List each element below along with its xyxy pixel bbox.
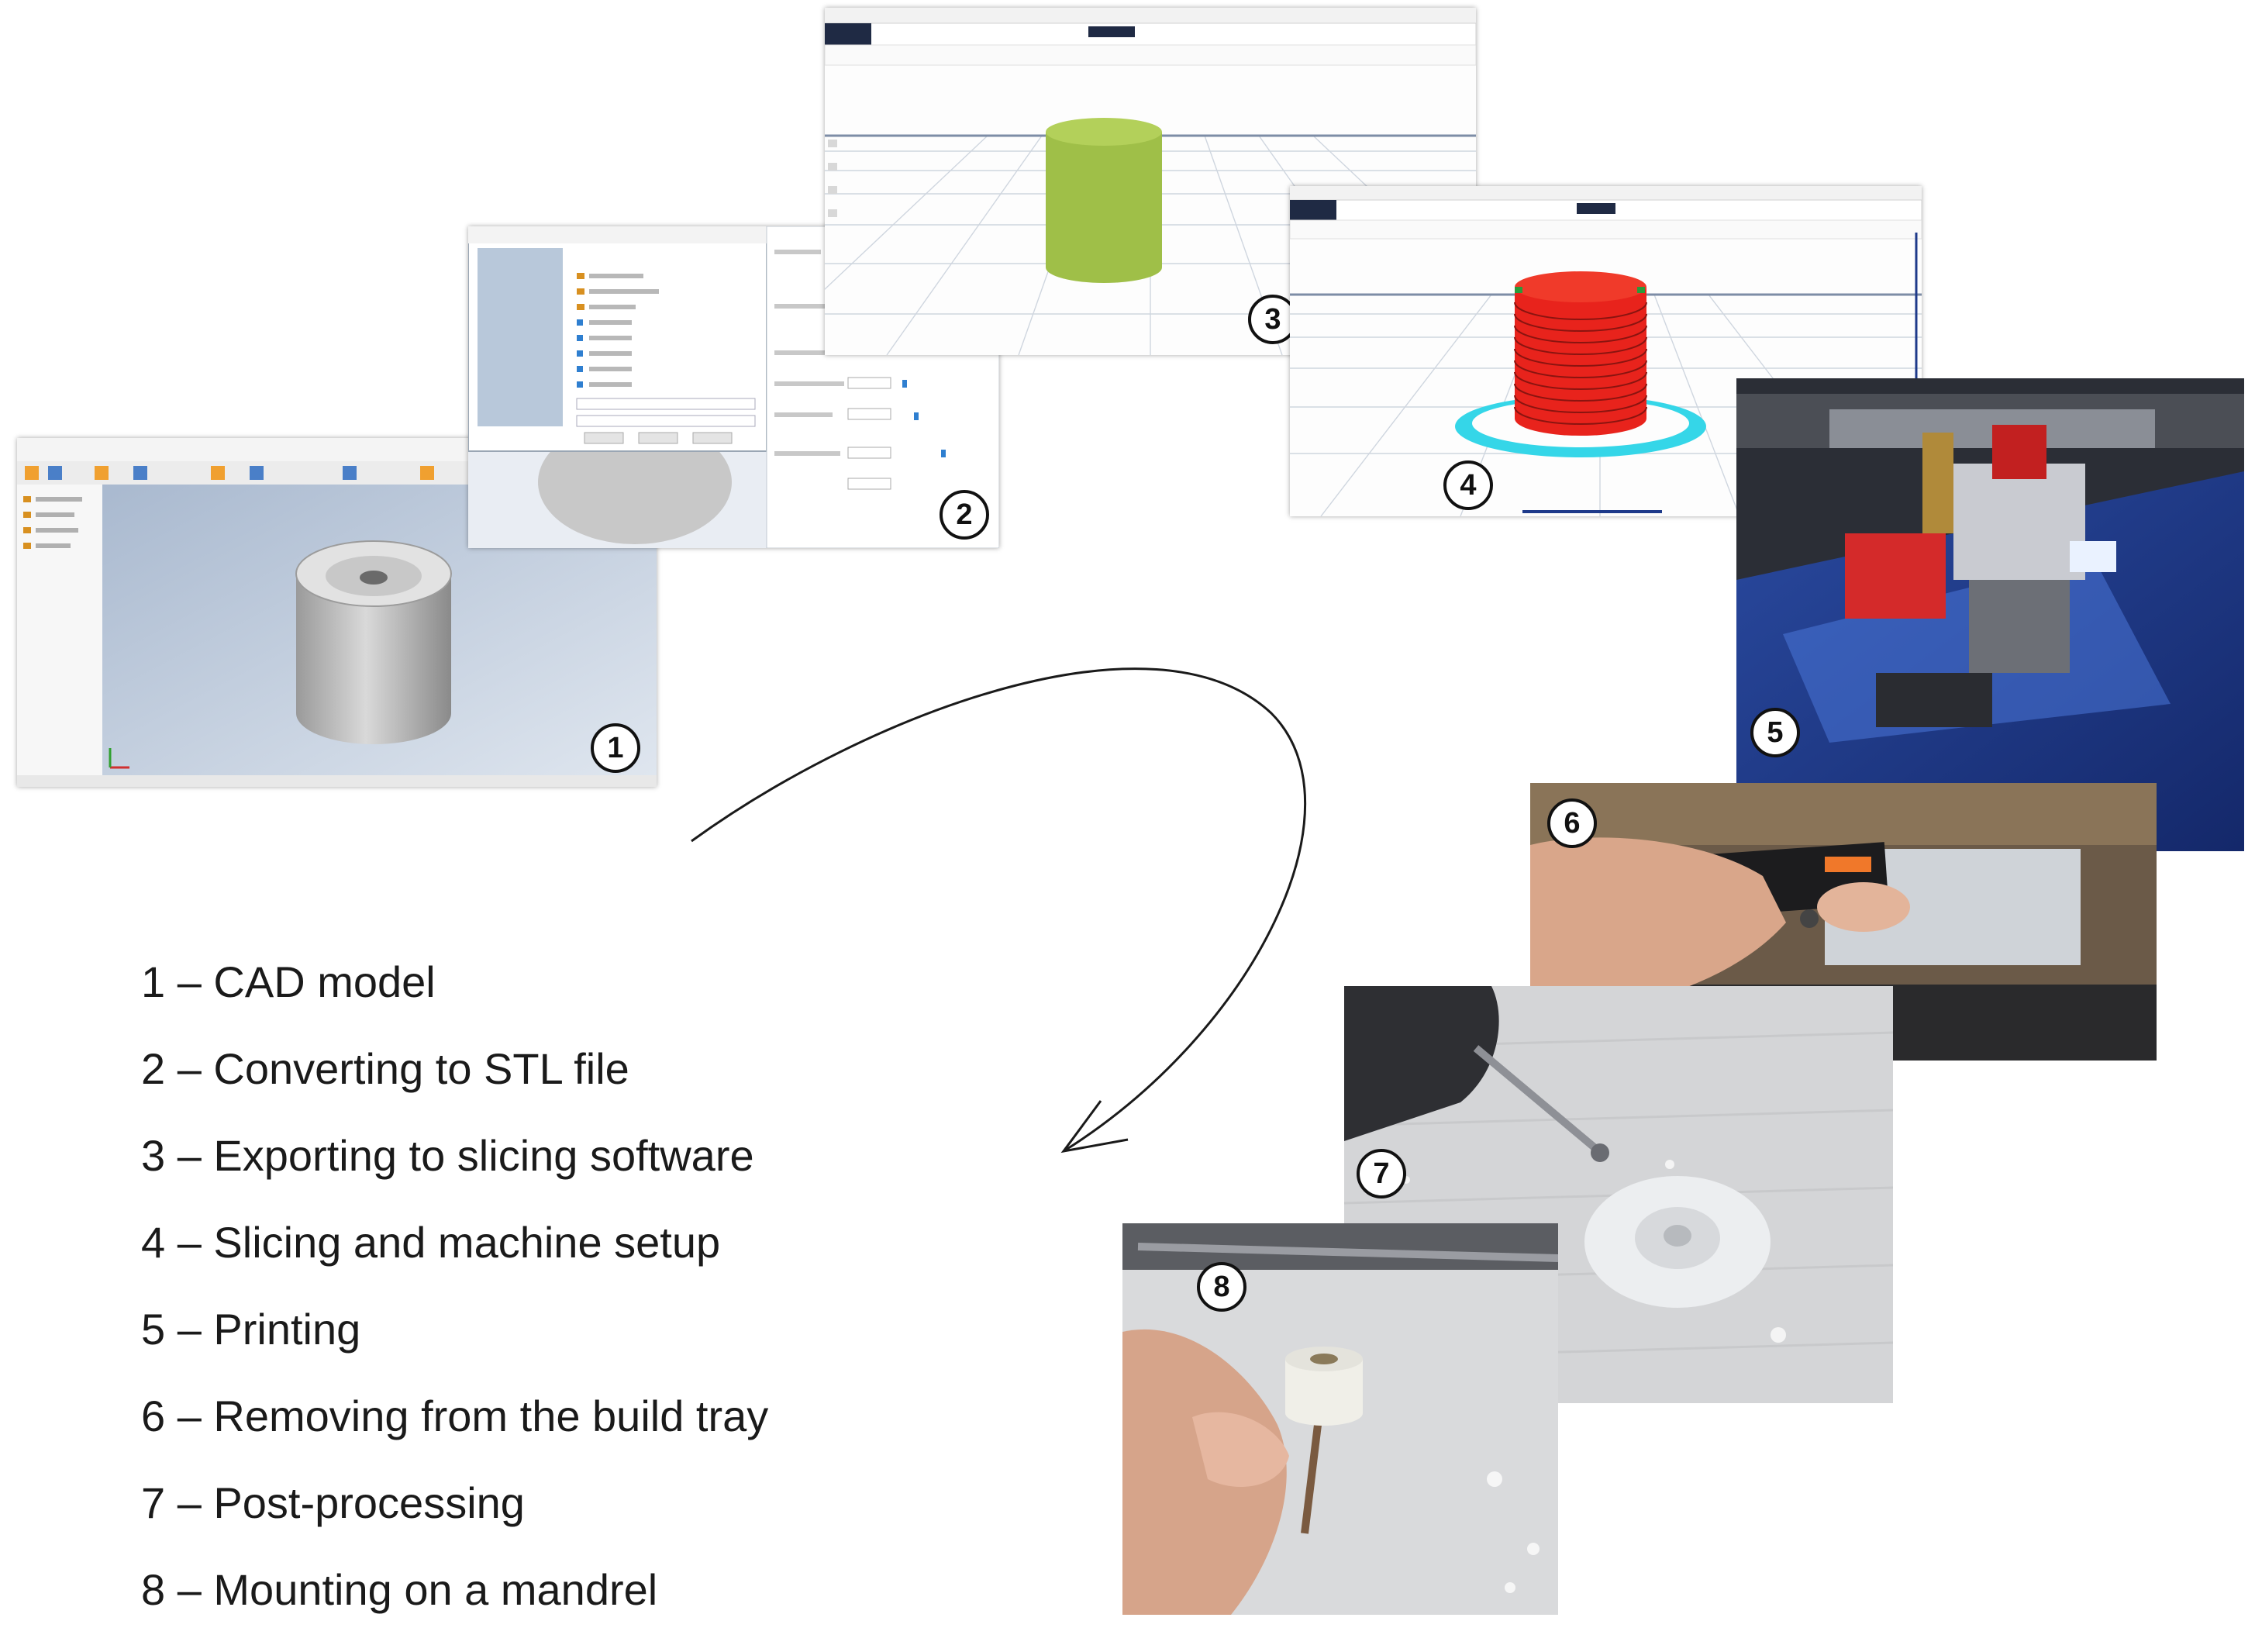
step-6-badge: 6: [1547, 798, 1597, 848]
printing-photo: 5: [1736, 378, 2244, 851]
legend-step-1: 1 – CAD model: [141, 957, 436, 1006]
legend-step-4: 4 – Slicing and machine setup: [141, 1218, 721, 1267]
step-4-badge: 4: [1443, 460, 1493, 510]
arrowhead-icon: [1060, 1100, 1129, 1154]
step-2-badge: 2: [940, 490, 989, 540]
legend-step-6: 6 – Removing from the build tray: [141, 1392, 769, 1440]
step-7-badge: 7: [1357, 1149, 1406, 1198]
step-8-badge: 8: [1197, 1262, 1246, 1312]
legend-step-7: 7 – Post-processing: [141, 1478, 525, 1527]
legend-step-2: 2 – Converting to STL file: [141, 1044, 629, 1093]
mounting-on-mandrel-photo: 8: [1122, 1223, 1558, 1615]
steps-legend: 1 – CAD model 2 – Converting to STL file…: [141, 957, 768, 1652]
step-1-badge: 1: [591, 723, 640, 773]
legend-step-3: 3 – Exporting to slicing software: [141, 1131, 754, 1180]
legend-step-5: 5 – Printing: [141, 1305, 361, 1354]
step-5-badge: 5: [1750, 708, 1800, 757]
legend-step-8: 8 – Mounting on a mandrel: [141, 1565, 658, 1614]
post-processing-photo: 7: [1344, 986, 1893, 1403]
process-flow-curve: [691, 667, 1307, 1153]
